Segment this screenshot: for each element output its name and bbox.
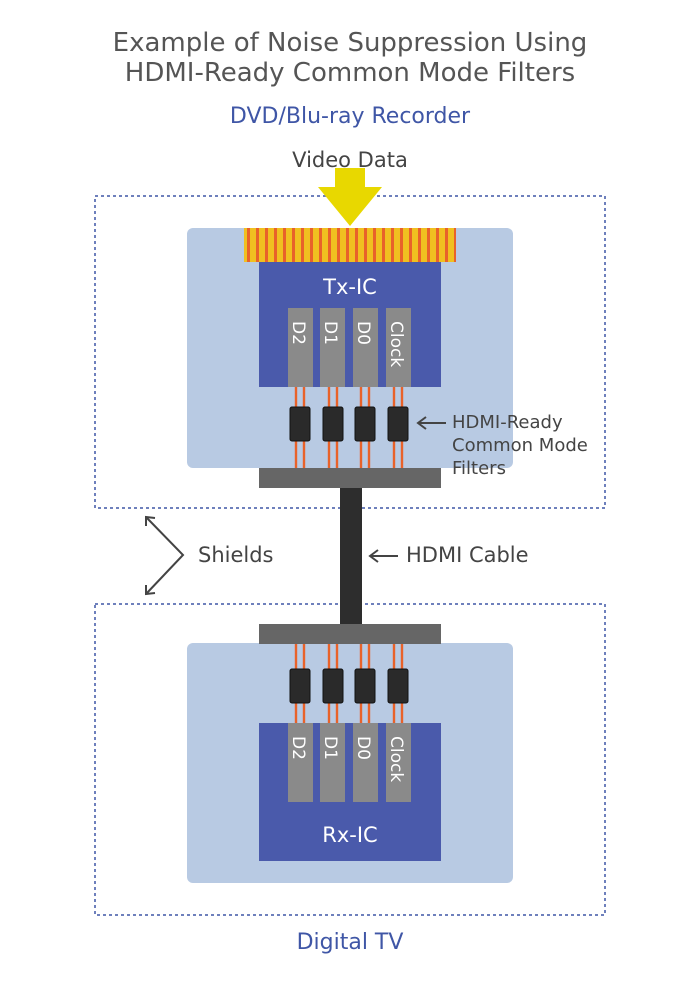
video-data-arrow xyxy=(318,168,382,226)
filters-callout-arrow xyxy=(416,416,446,430)
shields-callout-arrows xyxy=(145,515,185,596)
tx-filter-d2 xyxy=(289,406,311,442)
rx-channel-clock xyxy=(386,723,411,802)
filters-label-line-3: Filters xyxy=(452,458,506,479)
tx-filter-clock xyxy=(387,406,409,442)
title-line-1: Example of Noise Suppression Using xyxy=(112,28,588,58)
tx-channel-label-d2: D2 xyxy=(288,321,308,345)
tx-channel-d1 xyxy=(320,308,345,387)
rx-channel-label-d1: D1 xyxy=(320,736,340,760)
tx-connector-pins xyxy=(244,228,456,262)
source-label: DVD/Blu-ray Recorder xyxy=(229,104,471,129)
rx-channel-label-clock: Clock xyxy=(386,736,406,782)
rx-channel-d0 xyxy=(353,723,378,802)
hdmi-cable xyxy=(340,487,362,625)
rx-filter-clock xyxy=(387,668,409,704)
tx-channel-label-d0: D0 xyxy=(353,321,373,345)
tx-channel-label-d1: D1 xyxy=(320,321,340,345)
rx-common-mode-filters xyxy=(289,668,409,704)
rx-filter-d2 xyxy=(289,668,311,704)
hdmi-cable-label: HDMI Cable xyxy=(406,543,529,567)
filters-label-line-2: Common Mode xyxy=(452,435,588,456)
rx-filter-d0 xyxy=(354,668,376,704)
rx-channel-label-d0: D0 xyxy=(353,736,373,760)
tx-common-mode-filters xyxy=(289,406,409,442)
filters-label: HDMI-Ready Common Mode Filters xyxy=(452,411,692,480)
hdmi-cable-callout-arrow xyxy=(368,549,398,563)
rx-channel-label-d2: D2 xyxy=(288,736,308,760)
tx-filter-d1 xyxy=(322,406,344,442)
rx-channels xyxy=(288,723,411,802)
shields-label: Shields xyxy=(198,543,274,567)
title-line-2: HDMI-Ready Common Mode Filters xyxy=(124,58,576,88)
tx-channels xyxy=(288,308,411,387)
destination-label: Digital TV xyxy=(296,930,404,955)
rx-cable-connector xyxy=(259,624,441,644)
tx-channel-d2 xyxy=(288,308,313,387)
tx-channel-label-clock: Clock xyxy=(386,321,406,367)
rx-ic-label: Rx-IC xyxy=(322,823,377,847)
rx-channel-d1 xyxy=(320,723,345,802)
tx-cable-connector xyxy=(259,468,441,488)
tx-channel-clock xyxy=(386,308,411,387)
filters-label-line-1: HDMI-Ready xyxy=(452,412,563,433)
tx-filter-d0 xyxy=(354,406,376,442)
rx-filter-d1 xyxy=(322,668,344,704)
tx-ic-label: Tx-IC xyxy=(322,275,377,299)
tx-channel-d0 xyxy=(353,308,378,387)
rx-channel-d2 xyxy=(288,723,313,802)
